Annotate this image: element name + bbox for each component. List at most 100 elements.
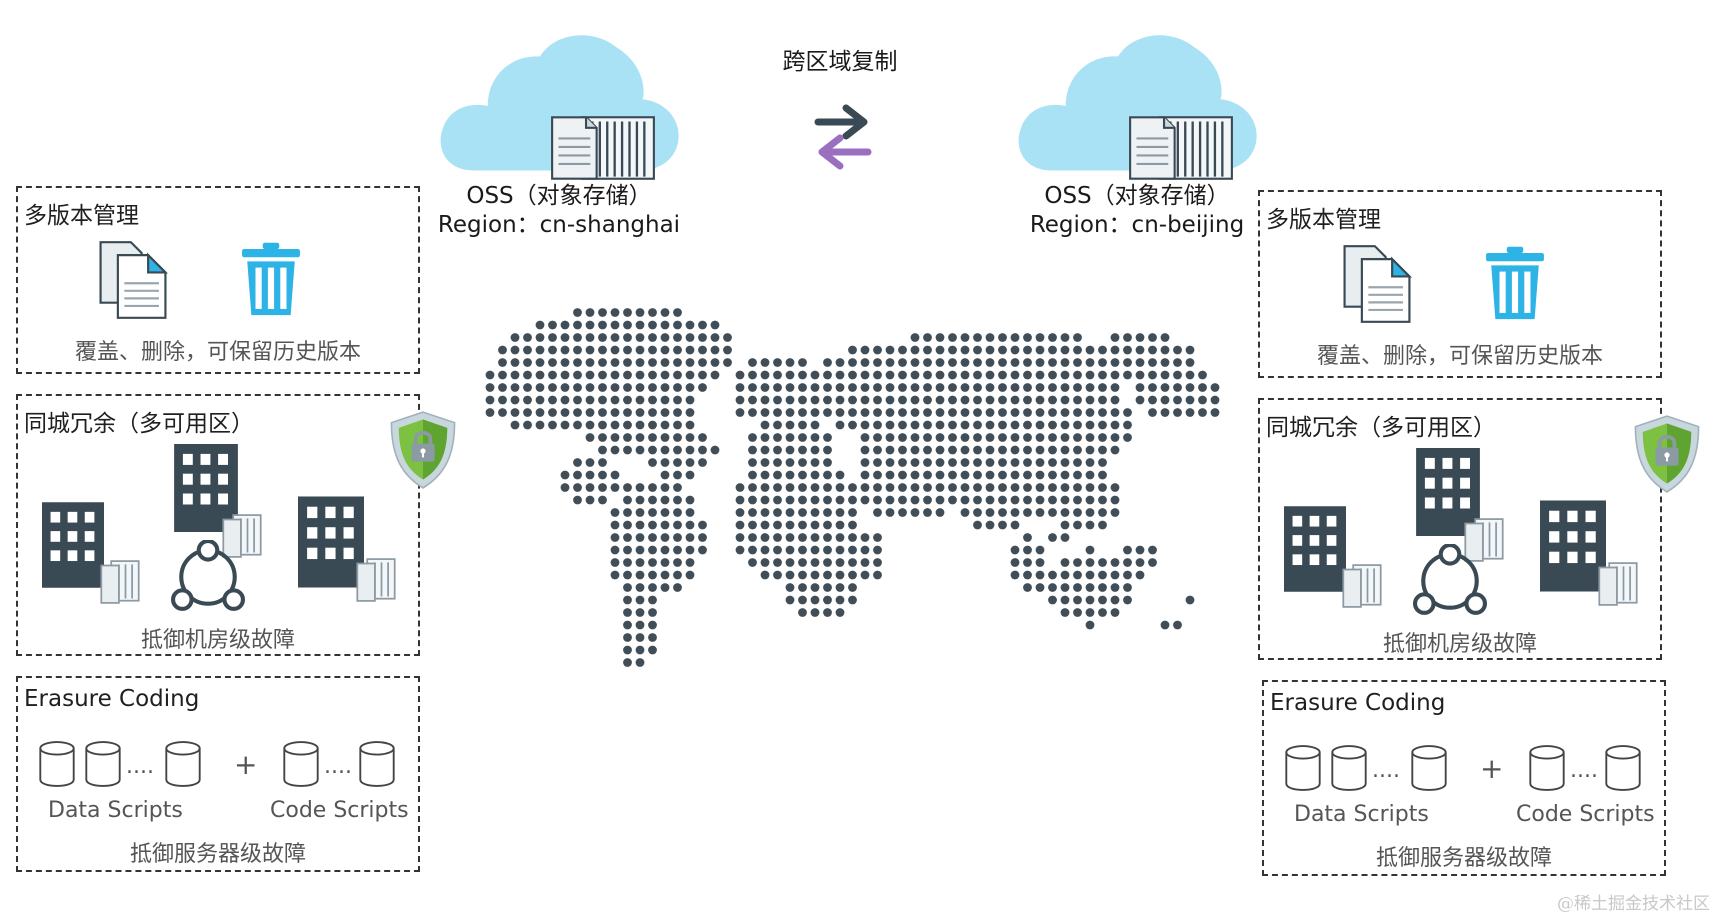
map-dot	[935, 495, 945, 505]
map-dot	[1123, 420, 1132, 430]
map-dot	[1060, 470, 1070, 480]
map-dot	[960, 508, 970, 517]
map-dot	[548, 383, 557, 392]
map-dot	[673, 558, 682, 567]
map-dot	[1098, 345, 1107, 355]
map-dot	[1035, 495, 1045, 505]
map-dot	[810, 495, 820, 505]
map-dot	[635, 570, 645, 580]
redundancy-title: 同城冗余（多可用区）	[1266, 415, 1496, 441]
map-dot	[1123, 370, 1132, 380]
map-dot	[548, 395, 557, 405]
map-dot	[523, 395, 532, 405]
map-dot	[885, 508, 895, 517]
map-dot	[1023, 558, 1032, 567]
map-dot	[685, 558, 695, 567]
map-dot	[660, 520, 670, 530]
map-dot	[760, 545, 770, 555]
map-dot	[523, 420, 532, 430]
map-dot	[785, 583, 795, 592]
map-dot	[935, 345, 945, 355]
database-cylinder-icon	[1604, 744, 1642, 792]
map-dot	[585, 495, 595, 505]
map-dot	[710, 358, 720, 367]
map-dot	[1035, 545, 1045, 555]
map-dot	[1148, 370, 1157, 380]
map-dot	[1123, 408, 1132, 417]
map-dot	[485, 383, 495, 392]
map-dot	[1010, 483, 1020, 492]
map-dot	[773, 358, 782, 367]
map-dot	[823, 570, 832, 580]
map-dot	[798, 495, 807, 505]
map-dot	[1185, 408, 1195, 417]
map-dot	[1048, 433, 1057, 442]
map-dot	[623, 320, 632, 330]
map-dot	[935, 458, 945, 467]
map-dot	[773, 558, 782, 567]
storage-server-icon	[1342, 564, 1382, 608]
map-dot	[1048, 483, 1057, 492]
map-dot	[673, 520, 682, 530]
map-dot	[948, 395, 957, 405]
map-dot	[610, 420, 620, 430]
erasure-box-beijing: Erasure Coding .... + .... Data Scripts …	[1262, 680, 1666, 876]
map-dot	[1210, 408, 1220, 417]
map-dot	[835, 408, 845, 417]
network-nodes-icon	[1410, 544, 1490, 618]
map-dot	[873, 545, 882, 555]
map-dot	[1185, 395, 1195, 405]
map-dot	[1160, 383, 1170, 392]
map-dot	[860, 420, 870, 430]
map-dot	[673, 358, 682, 367]
map-dot	[935, 483, 945, 492]
map-dot	[823, 533, 832, 542]
map-dot	[973, 420, 982, 430]
map-dot	[673, 483, 682, 492]
map-dot	[785, 408, 795, 417]
map-dot	[560, 483, 570, 492]
map-dot	[1110, 420, 1120, 430]
map-dot	[648, 595, 657, 605]
shield-lock-icon	[388, 410, 458, 490]
map-dot	[923, 370, 932, 380]
map-dot	[1010, 383, 1020, 392]
map-dot	[760, 470, 770, 480]
map-dot	[585, 458, 595, 467]
map-dot	[660, 333, 670, 342]
map-dot	[960, 408, 970, 417]
map-dot	[910, 420, 920, 430]
map-dot	[1048, 408, 1057, 417]
map-dot	[648, 533, 657, 542]
map-dot	[710, 320, 720, 330]
map-dot	[573, 495, 582, 505]
map-dot	[748, 383, 757, 392]
map-dot	[823, 608, 832, 617]
map-dot	[985, 495, 995, 505]
map-dot	[1110, 483, 1120, 492]
map-dot	[973, 445, 982, 455]
map-dot	[885, 383, 895, 392]
map-dot	[810, 595, 820, 605]
map-dot	[985, 395, 995, 405]
map-dot	[1098, 508, 1107, 517]
world-map	[485, 308, 1220, 667]
map-dot	[773, 445, 782, 455]
map-dot	[935, 420, 945, 430]
map-dot	[835, 508, 845, 517]
map-dot	[710, 445, 720, 455]
map-dot	[1010, 558, 1020, 567]
map-dot	[1073, 570, 1082, 580]
map-dot	[1073, 433, 1082, 442]
map-dot	[585, 420, 595, 430]
map-dot	[1060, 395, 1070, 405]
map-dot	[823, 395, 832, 405]
map-dot	[823, 583, 832, 592]
map-dot	[648, 308, 657, 317]
map-dot	[760, 495, 770, 505]
map-dot	[1198, 408, 1207, 417]
erasure-title: Erasure Coding	[1270, 690, 1446, 716]
erasure-title: Erasure Coding	[24, 686, 200, 712]
map-dot	[698, 433, 707, 442]
map-dot	[660, 483, 670, 492]
